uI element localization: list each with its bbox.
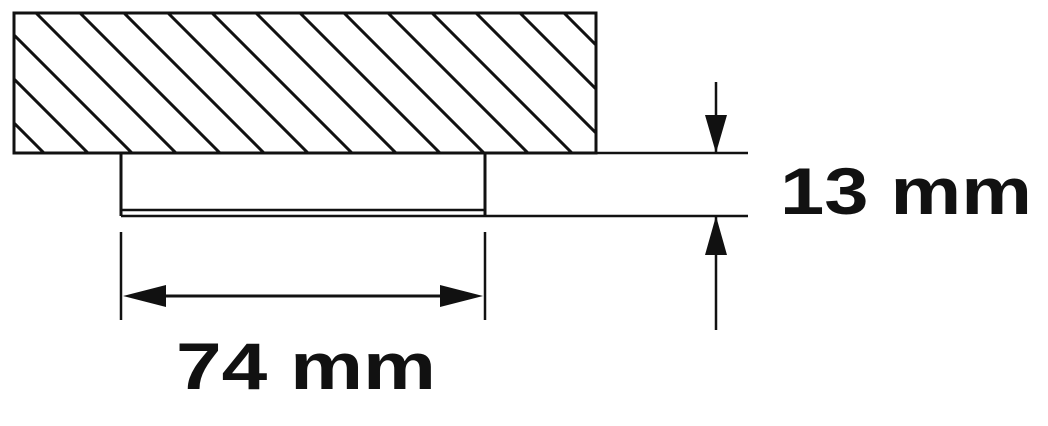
width-dimension-label: 74 mm [176,329,436,403]
hatch-line [254,13,398,153]
width-dimension [119,232,487,320]
hatch-line [122,13,266,153]
hatch-line [34,13,178,153]
hatch-line [78,13,222,153]
mounted-part [119,153,487,218]
height-dimension-label: 13 mm [780,154,1032,228]
hatch-line [298,13,442,153]
hatch-line [166,13,310,153]
hatch-line [210,13,354,153]
hatch-line [386,13,530,153]
hatch-line [608,13,748,153]
hatch-line [342,13,486,153]
hatch-line [562,13,596,48]
hatch-line [474,13,596,136]
hatch-line [14,120,46,153]
board-outline [12,11,598,155]
hatched-board [12,11,748,155]
hatch-line [430,13,574,153]
height-dimension [705,82,727,330]
height-extension-lines [485,151,748,218]
hatch-line [14,76,90,153]
hatch-line [518,13,596,92]
